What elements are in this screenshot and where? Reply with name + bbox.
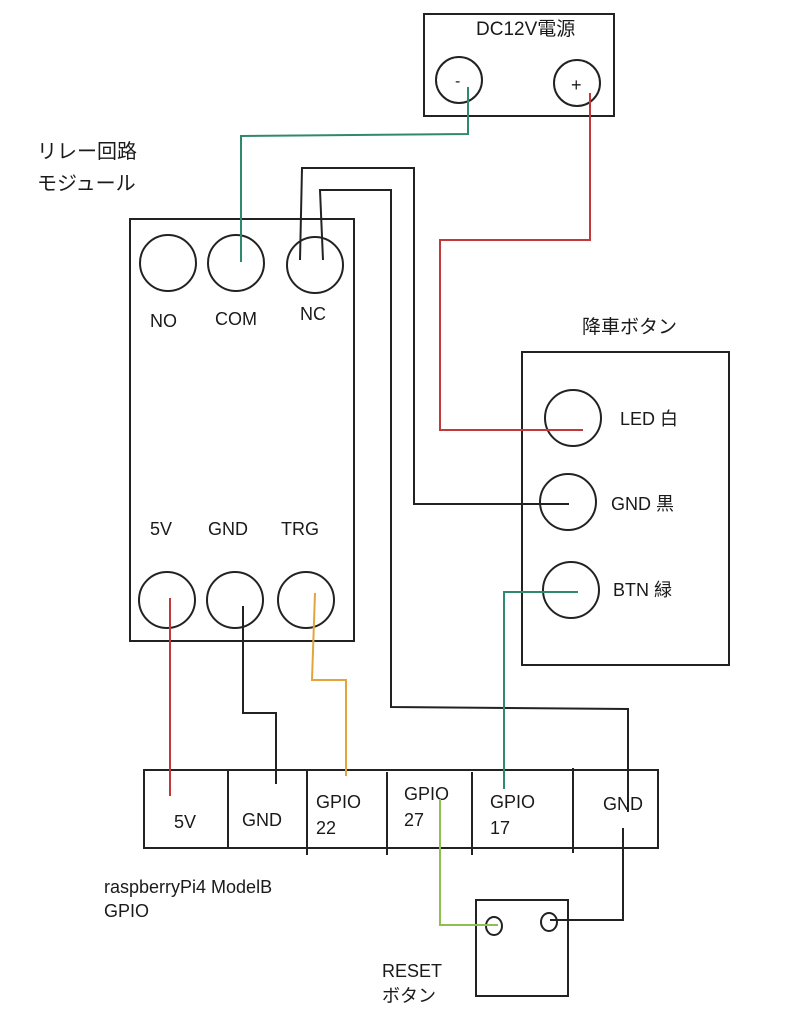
power-supply-title: DC12V電源: [476, 18, 575, 40]
relay-module-box: [129, 218, 355, 642]
gpio-pin-gnd2-label: GND: [603, 794, 643, 814]
exit-button-box: [521, 351, 730, 666]
relay-nc-terminal: [286, 236, 344, 294]
reset-title-line2: ボタン: [382, 986, 436, 1006]
gpio-header-box: [143, 769, 659, 849]
relay-module: リレー回路 モジュール NO COM NC 5V GND TRG: [37, 140, 355, 642]
gpio-pin-17-line1: GPIO: [490, 792, 535, 812]
reset-terminal-right: [540, 912, 558, 932]
psu-minus-label: -: [455, 73, 460, 90]
wire-relay-gnd-to-gpio-gnd: [242, 606, 277, 784]
wire-btn-to-gpio17: [503, 591, 578, 789]
psu-plus-label: +: [571, 75, 582, 95]
relay-title-line1: リレー回路: [37, 140, 137, 163]
psu-minus-terminal: [435, 56, 483, 104]
wire-trg-to-gpio22: [310, 592, 347, 776]
wire-gpio27-to-reset: [439, 799, 498, 926]
exit-btn-terminal: [542, 561, 600, 619]
gpio-title-line1: raspberryPi4 ModelB: [104, 877, 272, 897]
wire-psu-plus-to-led: [439, 93, 591, 431]
gpio-header: 5V GND GPIO 22 GPIO 27 GPIO 17 GND raspb…: [104, 768, 659, 921]
relay-trg-label: TRG: [281, 519, 319, 539]
gpio-pin-17-line2: 17: [490, 818, 510, 838]
relay-nc-label: NC: [300, 304, 326, 324]
gpio-pin-27-line1: GPIO: [404, 784, 449, 804]
exit-led-terminal: [544, 389, 602, 447]
exit-gnd-label: GND 黒: [611, 494, 674, 514]
relay-title-line2: モジュール: [37, 173, 136, 195]
gpio-pin-5v-label: 5V: [174, 812, 196, 832]
exit-btn-label: BTN 緑: [613, 580, 672, 600]
relay-no-label: NO: [150, 311, 177, 331]
wires: [169, 87, 629, 926]
relay-5v-terminal: [138, 571, 196, 629]
relay-com-label: COM: [215, 309, 257, 329]
gpio-pin-22-line1: GPIO: [316, 792, 361, 812]
reset-button-box: [475, 899, 569, 997]
wire-nc-to-button-gnd: [299, 167, 569, 505]
power-supply-box: [423, 13, 615, 117]
wire-nc-to-gpio-gnd: [318, 189, 629, 812]
reset-button: RESET ボタン: [382, 899, 569, 1006]
wire-psu-minus-to-com: [240, 87, 469, 262]
reset-title-line1: RESET: [382, 961, 442, 981]
psu-plus-terminal: [553, 59, 601, 107]
power-supply: DC12V電源 - +: [423, 13, 615, 117]
exit-gnd-terminal: [539, 473, 597, 531]
exit-led-label: LED 白: [620, 409, 678, 429]
wire-gpio-gnd-to-reset: [550, 828, 624, 921]
gpio-title-line2: GPIO: [104, 901, 149, 921]
relay-5v-label: 5V: [150, 519, 172, 539]
relay-no-terminal: [139, 234, 197, 292]
exit-button: 降車ボタン LED 白 GND 黒 BTN 緑: [521, 316, 730, 666]
exit-button-title: 降車ボタン: [582, 316, 677, 338]
gpio-pin-22-line2: 22: [316, 818, 336, 838]
relay-gnd-terminal: [206, 571, 264, 629]
relay-trg-terminal: [277, 571, 335, 629]
relay-gnd-label: GND: [208, 519, 248, 539]
gpio-pin-gnd-label: GND: [242, 810, 282, 830]
gpio-pin-27-line2: 27: [404, 810, 424, 830]
relay-com-terminal: [207, 234, 265, 292]
